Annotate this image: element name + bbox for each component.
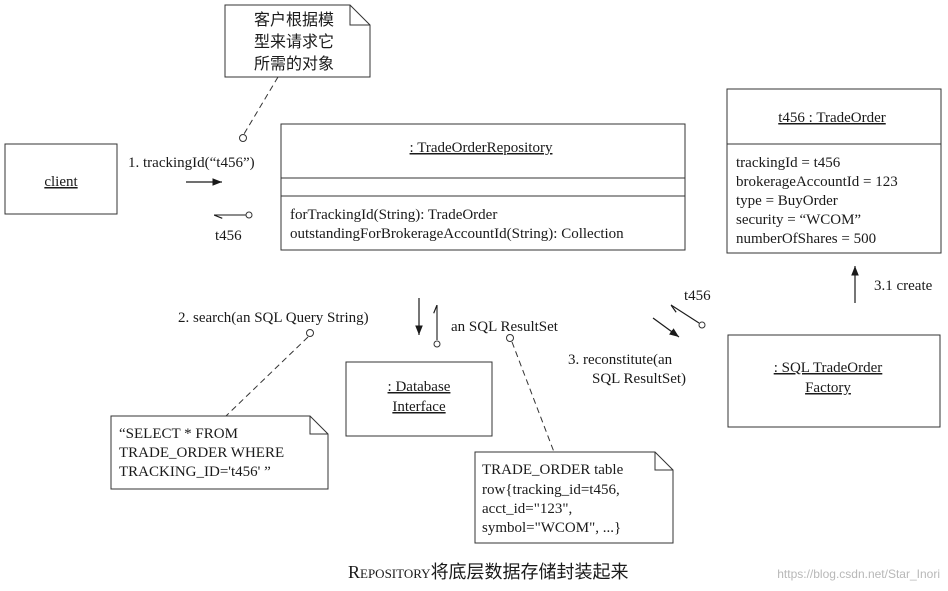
note-table-line-1: TRADE_ORDER table (482, 462, 624, 478)
trade-order-attribute: security = “WCOM” (736, 212, 861, 228)
note-table-line-4: symbol="WCOM", ...} (482, 520, 621, 536)
note-top-line-1: 客户根据模 (254, 11, 334, 29)
database-interface: : Database Interface (345, 361, 493, 437)
watermark: https://blog.csdn.net/Star_Inori (777, 567, 940, 581)
database-interface-line-2: Interface (392, 399, 446, 415)
factory-line-1: : SQL TradeOrder (774, 360, 883, 376)
note-table-line-3: acct_id="123", (482, 501, 572, 517)
client-label: client (44, 174, 78, 190)
caption-smallcaps: Repository (348, 562, 431, 582)
note-top-line-2: 型来请求它 (254, 33, 334, 51)
trade-order-attribute: type = BuyOrder (736, 193, 838, 209)
caption-rest: 将底层数据存储封装起来 (431, 562, 629, 582)
note-top-line-3: 所需的对象 (254, 55, 334, 73)
msg-create-label: 3.1 create (874, 278, 933, 294)
message-tracking-id: 1. trackingId(“t456”) t456 (128, 155, 255, 244)
note-table-line-2: row{tracking_id=t456, (482, 482, 620, 498)
note-sql-query: “SELECT * FROM TRADE_ORDER WHERE TRACKIN… (110, 329, 329, 490)
ret1-label: t456 (215, 228, 242, 244)
msg-reconstitute-line-2: SQL ResultSet) (592, 371, 686, 387)
client-object: client (4, 143, 118, 215)
database-interface-line-1: : Database (388, 379, 451, 395)
trade-order-attribute: brokerageAccountId = 123 (736, 174, 898, 190)
message-search: 2. search(an SQL Query String) an SQL Re… (178, 298, 559, 348)
figure-caption: Repository将底层数据存储封装起来 (348, 562, 629, 582)
repository-title: : TradeOrderRepository (410, 140, 553, 156)
msg1-label: 1. trackingId(“t456”) (128, 155, 255, 171)
repository-method: forTrackingId(String): TradeOrder (290, 207, 497, 223)
note-sql-line-2: TRADE_ORDER WHERE (119, 445, 284, 461)
message-reconstitute-arrows: t456 (652, 288, 711, 338)
msg-reconstitute-line-1: 3. reconstitute(an (568, 352, 673, 368)
repository-method: outstandingForBrokerageAccountId(String)… (290, 226, 624, 242)
msg-return-t456: t456 (684, 288, 711, 304)
msg-search-label: 2. search(an SQL Query String) (178, 310, 369, 326)
caption-text: Repository将底层数据存储封装起来 (348, 562, 629, 582)
trade-order-attribute: trackingId = t456 (736, 155, 841, 171)
message-reconstitute-label: 3. reconstitute(an SQL ResultSet) (568, 352, 686, 387)
trade-order-object: t456 : TradeOrder trackingId = t456 brok… (726, 88, 942, 254)
trade-order-repository: : TradeOrderRepository forTrackingId(Str… (280, 123, 686, 251)
trade-order-title: t456 : TradeOrder (778, 110, 886, 126)
trade-order-attribute: numberOfShares = 500 (736, 231, 876, 247)
note-sql-line-1: “SELECT * FROM (119, 426, 238, 442)
message-create: 3.1 create (851, 266, 933, 303)
sql-trade-order-factory: : SQL TradeOrder Factory (727, 334, 941, 428)
note-client-request: 客户根据模 型来请求它 所需的对象 (224, 4, 371, 142)
msg-resultset-label: an SQL ResultSet (451, 319, 559, 335)
note-sql-line-3: TRACKING_ID='t456' ” (119, 464, 271, 480)
factory-line-2: Factory (805, 380, 851, 396)
note-trade-order-table: TRADE_ORDER table row{tracking_id=t456, … (474, 334, 674, 544)
